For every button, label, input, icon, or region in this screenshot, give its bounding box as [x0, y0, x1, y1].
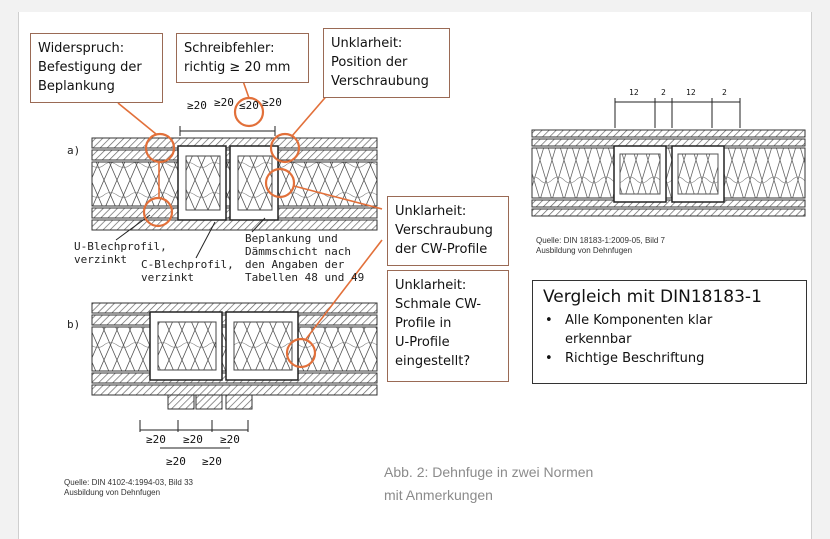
callout-line: Unklarheit:	[331, 36, 403, 51]
dim-label: ≥20	[202, 455, 222, 468]
highlight-leaders	[117, 80, 383, 340]
callout-schreibfehler: Schreibfehler: richtig ≥ 20 mm	[176, 33, 309, 83]
callout-line: Verschraubung	[331, 74, 429, 89]
comparison-box: Vergleich mit DIN18183-1 • Alle Komponen…	[532, 280, 807, 384]
reference-wall-section	[531, 98, 806, 217]
dim-label: ≥20	[183, 433, 203, 446]
callout-line: Profile in	[395, 316, 452, 331]
label-beplankung: Beplankung und Dämmschicht nach den Anga…	[245, 232, 364, 284]
source-line: Ausbildung von Dehnfugen	[64, 488, 161, 497]
source-line: Quelle: DIN 4102-4:1994-03, Bild 33	[64, 478, 193, 487]
label-leaders	[115, 214, 266, 259]
dim-label: 2	[661, 88, 666, 97]
dim-label: 12	[629, 88, 639, 97]
label-line: den Angaben der	[245, 258, 345, 271]
label-c-blechprofil: C-Blechprofil, verzinkt	[141, 258, 234, 284]
callout-line: Schmale CW-	[395, 297, 482, 312]
callout-position-verschraubung: Unklarheit: Position der Verschraubung	[323, 28, 450, 98]
dim-label: 12	[686, 88, 696, 97]
label-line: Beplankung und	[245, 232, 338, 245]
bullet-icon: •	[545, 313, 553, 328]
row-label-a: a)	[67, 144, 81, 157]
dim-label: ≥20	[220, 433, 240, 446]
dim-label: ≥20	[146, 433, 166, 446]
dim-label: ≥20	[262, 96, 282, 109]
callout-line: richtig ≥ 20 mm	[184, 60, 291, 75]
dim-label: ≤20	[239, 99, 259, 112]
source-right: Quelle: DIN 18183-1:2009-05, Bild 7 Ausb…	[536, 236, 665, 256]
label-line: verzinkt	[74, 253, 127, 266]
label-line: verzinkt	[141, 271, 194, 284]
callout-line: U-Profile	[395, 335, 450, 350]
callout-line: Unklarheit:	[395, 204, 467, 219]
comparison-title: Vergleich mit DIN18183-1	[543, 287, 762, 307]
label-u-blechprofil: U-Blechprofil, verzinkt	[74, 240, 167, 266]
label-line: Dämmschicht nach	[245, 245, 351, 258]
callout-widerspruch: Widerspruch: Befestigung der Beplankung	[30, 33, 163, 103]
callout-line: Beplankung	[38, 79, 115, 94]
caption-line: mit Anmerkungen	[384, 487, 493, 503]
comparison-line: Alle Komponenten klar	[565, 313, 713, 328]
dim-label: ≥20	[187, 99, 207, 112]
row-label-b: b)	[67, 318, 81, 331]
source-left: Quelle: DIN 4102-4:1994-03, Bild 33 Ausb…	[64, 478, 193, 498]
figure-caption: Abb. 2: Dehnfuge in zwei Normen mit Anme…	[384, 461, 593, 507]
bullet-icon: •	[545, 351, 553, 366]
dim-label: ≥20	[166, 455, 186, 468]
callout-line: der CW-Profile	[395, 242, 488, 257]
callout-verschraubung-cw: Unklarheit: Verschraubung der CW-Profile	[387, 196, 509, 266]
callout-line: eingestellt?	[395, 354, 471, 369]
comparison-line: Richtige Beschriftung	[565, 351, 705, 366]
callout-line: Befestigung der	[38, 60, 142, 75]
callout-line: Position der	[331, 55, 408, 70]
callout-line: Schreibfehler:	[184, 41, 275, 56]
dim-label: ≥20	[214, 96, 234, 109]
callout-line: Verschraubung	[395, 223, 493, 238]
dim-label: 2	[722, 88, 727, 97]
caption-line: Abb. 2: Dehnfuge in zwei Normen	[384, 464, 594, 480]
wall-section-b	[91, 302, 378, 449]
wall-section-a	[91, 126, 378, 231]
source-line: Ausbildung von Dehnfugen	[536, 246, 633, 255]
comparison-item: • Alle Komponenten klar erkennbar	[543, 311, 796, 349]
callout-line: Widerspruch:	[38, 41, 125, 56]
comparison-line: erkennbar	[565, 332, 632, 347]
label-line: Tabellen 48 und 49	[245, 271, 365, 284]
label-line: C-Blechprofil,	[141, 258, 234, 271]
comparison-item: • Richtige Beschriftung	[543, 349, 796, 368]
label-line: U-Blechprofil,	[74, 240, 167, 253]
callout-schmale-cw: Unklarheit: Schmale CW- Profile in U-Pro…	[387, 270, 509, 382]
callout-line: Unklarheit:	[395, 278, 467, 293]
source-line: Quelle: DIN 18183-1:2009-05, Bild 7	[536, 236, 665, 245]
